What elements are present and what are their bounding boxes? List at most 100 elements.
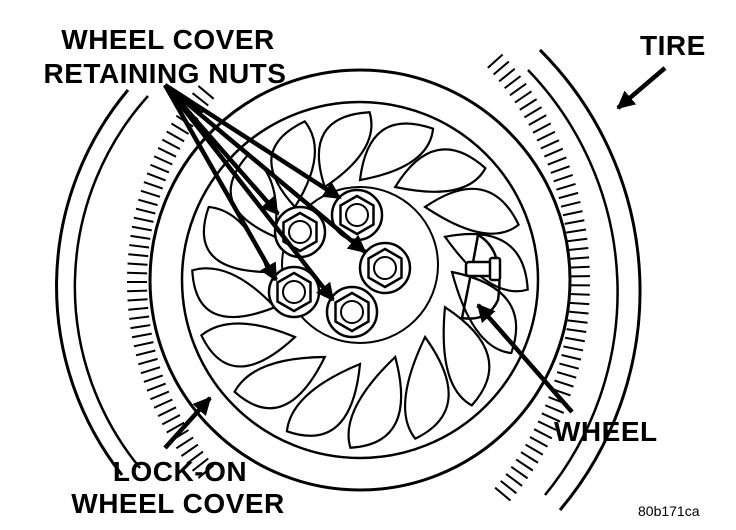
tread-tick (131, 332, 152, 339)
cover-vane (202, 205, 270, 274)
tread-tick (150, 390, 170, 401)
tread-tick (143, 181, 164, 190)
tire-right-outer (538, 48, 642, 511)
nut-leader-arrows (163, 83, 367, 302)
tire-left-inner (73, 95, 149, 469)
tread-tick (563, 345, 584, 352)
tread-tick (561, 354, 582, 361)
arrow-icon (163, 83, 335, 302)
cover-vane (404, 334, 450, 441)
label-cover-line2: WHEEL COVER (71, 488, 285, 519)
tread-tick (166, 421, 185, 434)
tread-tick (544, 404, 565, 414)
tire-arrow (616, 66, 667, 110)
cover-vane (191, 267, 277, 319)
cover-vane (442, 305, 491, 407)
tread-tick (537, 420, 557, 431)
figure-code: 80b171ca (638, 503, 700, 519)
cover-hub-ring (281, 186, 439, 344)
cover-vane (347, 354, 403, 449)
tread-tick (553, 174, 574, 183)
tread-tick (498, 67, 516, 83)
tread-tick (567, 319, 588, 324)
tread-tick (133, 216, 154, 223)
tire-right-tread (487, 53, 590, 502)
tread-tick (541, 412, 561, 423)
tread-tick (129, 244, 150, 249)
tread-tick (568, 247, 589, 252)
tread-tick (536, 130, 556, 142)
tread-tick (186, 450, 204, 465)
tread-tick (509, 82, 527, 97)
tread-tick (197, 464, 215, 479)
label-wheel: WHEEL (554, 416, 658, 447)
tread-tick (161, 414, 181, 426)
tread-tick (153, 155, 173, 166)
tread-tick (558, 191, 579, 200)
tread-tick (525, 443, 544, 456)
tread-tick (135, 207, 156, 215)
tread-tick (161, 138, 181, 150)
tread-tick (131, 225, 152, 232)
tread-tick (150, 163, 170, 174)
tread-tick (487, 53, 504, 69)
tread-tick (127, 262, 148, 266)
tread-tick (129, 315, 150, 320)
tread-tick (130, 234, 151, 240)
lug-nut-icon (267, 265, 321, 319)
label-cover-line1: LOCK-ON (112, 456, 248, 487)
lug-nut-icon (358, 241, 412, 295)
tread-tick (127, 271, 148, 275)
tread-tick (564, 336, 585, 343)
tread-tick (505, 473, 523, 487)
tire-tread-illustration (55, 48, 642, 511)
tire-right-inner (527, 69, 619, 496)
tread-tick (140, 366, 161, 375)
tread-tick (492, 60, 510, 76)
cover-vane (233, 355, 327, 410)
label-tire: TIRE (640, 30, 706, 61)
tread-tick (514, 90, 533, 104)
lug-nut-icon (325, 285, 379, 339)
tread-tick (500, 480, 517, 495)
tread-tick (556, 371, 577, 379)
tread-tick (135, 349, 156, 357)
tread-tick (533, 428, 553, 440)
label-nuts-line2: RETAINING NUTS (43, 58, 287, 89)
tread-tick (191, 457, 209, 472)
tread-tick (504, 75, 522, 90)
tread-tick (566, 328, 587, 334)
tread-tick (540, 139, 560, 150)
tread-tick (520, 451, 539, 464)
tread-tick (519, 98, 538, 111)
tread-tick (547, 156, 567, 166)
tread-tick (133, 341, 154, 348)
tread-tick (157, 146, 177, 158)
tread-tick (569, 256, 590, 260)
tread-tick (510, 465, 529, 480)
valve-stem (464, 256, 502, 282)
arrow-icon (163, 83, 367, 254)
tread-tick (566, 228, 587, 234)
tread-tick (197, 85, 215, 100)
cover-arrow (163, 396, 212, 450)
tread-tick (556, 182, 576, 191)
cover-inner-rim (180, 100, 540, 460)
tread-tick (515, 458, 534, 472)
tread-tick (560, 200, 581, 208)
tread-tick (191, 92, 209, 107)
cover-vane (393, 148, 487, 193)
tread-tick (559, 362, 580, 370)
arrow-icon (163, 83, 342, 200)
cover-vane (285, 362, 362, 437)
tread-tick (494, 486, 512, 502)
tread-tick (523, 106, 543, 119)
lug-nuts (267, 188, 412, 339)
wheel-cover-illustration (148, 68, 572, 492)
tread-tick (170, 122, 190, 135)
tread-tick (569, 265, 590, 269)
tread-tick (128, 306, 149, 311)
tread-tick (528, 114, 547, 126)
